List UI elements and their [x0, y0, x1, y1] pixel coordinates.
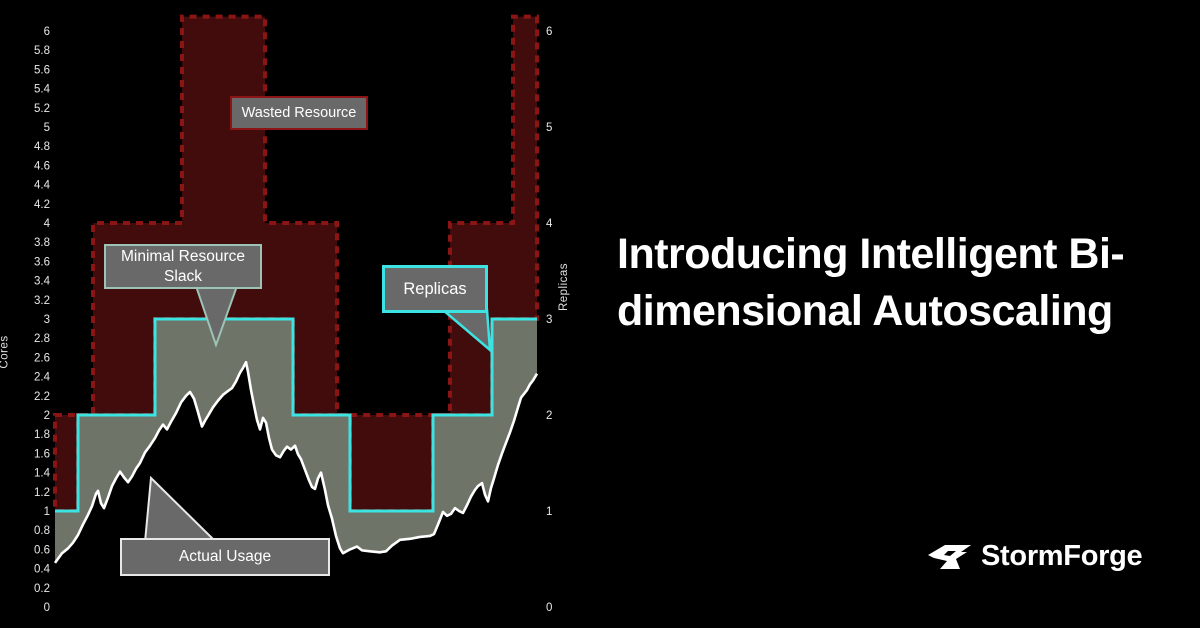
axis-tick: 0 [44, 602, 50, 614]
axis-tick: 0.2 [34, 583, 50, 595]
axis-tick: 3.8 [34, 237, 50, 249]
cores-axis-ticks: 6 5.8 5.6 5.4 5.2 5 4.8 4.6 4.4 4.2 4 3.8 3.6 3.4 3.2 3… [34, 26, 51, 614]
axis-tick: 5.2 [34, 103, 50, 115]
axis-tick: 5 [546, 122, 552, 134]
axis-tick: 3 [546, 314, 552, 326]
axis-tick: 4.2 [34, 199, 50, 211]
axis-tick: 4.4 [34, 180, 51, 192]
actual-usage-label: Actual Usage [178, 548, 272, 566]
replicas-label: Replicas [403, 279, 467, 298]
wasted-resource-label: Wasted Resource [241, 104, 357, 121]
axis-tick: 2.2 [34, 391, 50, 403]
axis-tick: 1.2 [34, 487, 50, 499]
actual-usage-callout: Actual Usage [120, 538, 330, 576]
axis-tick: 1.6 [34, 448, 50, 460]
axis-tick: 5.4 [34, 84, 51, 96]
replicas-callout: Replicas [382, 265, 488, 313]
axis-tick: 3.4 [34, 276, 51, 288]
replicas-axis-ticks: 6 5 4 3 2 1 0 [546, 26, 553, 614]
axis-tick: 3.6 [34, 256, 50, 268]
stormforge-anvil-icon [928, 545, 971, 569]
axis-tick: 3 [44, 314, 50, 326]
page-title: Introducing Intelligent Bi-dimensional A… [617, 230, 1125, 335]
cores-axis-label: Cores [0, 335, 11, 369]
axis-tick: 4.6 [34, 160, 50, 172]
axis-tick: 0.6 [34, 544, 50, 556]
axis-tick: 6 [546, 26, 552, 38]
axis-tick: 2 [44, 410, 50, 422]
axis-tick: 5.6 [34, 64, 50, 76]
replicas-line [55, 317, 537, 513]
axis-tick: 5 [44, 122, 50, 134]
axis-tick: 2.4 [34, 372, 51, 384]
axis-tick: 1.4 [34, 468, 51, 480]
actual-usage-line [53, 360, 539, 564]
axis-tick: 2.6 [34, 352, 50, 364]
axis-tick: 0 [546, 602, 552, 614]
axis-tick: 2.8 [34, 333, 50, 345]
axis-tick: 1 [44, 506, 50, 518]
axis-tick: 5.8 [34, 45, 50, 57]
axis-tick: 6 [44, 26, 50, 38]
axis-tick: 0.4 [34, 564, 51, 576]
axis-tick: 2 [546, 410, 552, 422]
axis-tick: 1.8 [34, 429, 50, 441]
replicas-axis-label: Replicas [558, 262, 571, 312]
minimal-slack-area [55, 319, 537, 563]
axis-tick: 4 [546, 218, 553, 230]
axis-tick: 1 [546, 506, 552, 518]
actual-usage-arrow [143, 475, 217, 544]
minimal-slack-label: Minimal Resource Slack [120, 248, 246, 285]
autoscaling-chart: 6 5.8 5.6 5.4 5.2 5 4.8 4.6 4.4 4.2 4 3.8 3.6 3.4 3.2 3… [34, 14, 553, 614]
minimal-slack-callout: Minimal Resource Slack [104, 244, 262, 289]
stormforge-logo: StormForge [926, 540, 1143, 573]
axis-tick: 3.2 [34, 295, 50, 307]
axis-tick: 4 [44, 218, 51, 230]
wasted-resource-callout: Wasted Resource [230, 96, 368, 130]
axis-tick: 0.8 [34, 525, 50, 537]
stormforge-logo-text: StormForge [981, 540, 1143, 572]
axis-tick: 4.8 [34, 141, 50, 153]
